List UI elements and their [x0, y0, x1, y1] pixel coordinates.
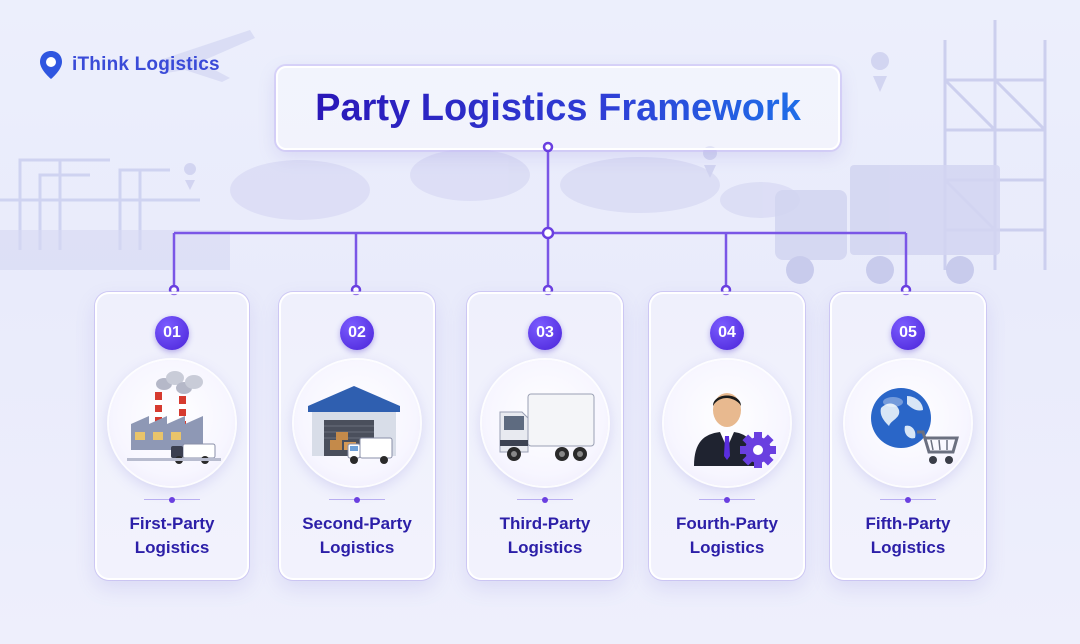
card-fourth-party: 04 Fourth-Party Logistics: [649, 292, 805, 580]
factory-with-truck-icon: [127, 371, 221, 464]
card-first-party: 01 First-Party Logistics: [95, 292, 249, 580]
card-illustration: [845, 360, 971, 486]
card-illustration: [482, 360, 608, 486]
card-label-line2: Logistics: [689, 538, 765, 557]
step-badge: 05: [891, 316, 925, 350]
title-box: Party Logistics Framework: [276, 66, 840, 150]
warehouse-with-truck-icon: [308, 386, 400, 464]
page-title: Party Logistics Framework: [315, 86, 801, 129]
card-label-line1: First-Party: [129, 514, 215, 533]
card-divider: [880, 497, 936, 503]
card-label-line1: Second-Party: [302, 514, 412, 533]
step-badge: 04: [710, 316, 744, 350]
card-illustration: [109, 360, 235, 486]
card-label: Fourth-Party Logistics: [651, 512, 803, 560]
card-divider: [329, 497, 385, 503]
card-third-party: 03 Third-Party Logistics: [467, 292, 623, 580]
globe-with-cart-icon: [871, 388, 959, 464]
card-label: Fifth-Party Logistics: [832, 512, 984, 560]
card-divider: [144, 497, 200, 503]
step-badge: 02: [340, 316, 374, 350]
card-illustration: [294, 360, 420, 486]
brand-logo: iThink Logistics: [38, 50, 220, 80]
card-divider: [517, 497, 573, 503]
card-label: Third-Party Logistics: [469, 512, 621, 560]
card-label-line2: Logistics: [319, 538, 395, 557]
card-fifth-party: 05 Fifth-Party Logistics: [830, 292, 986, 580]
businessman-with-gear-icon: [694, 393, 776, 468]
card-label-line1: Third-Party: [499, 514, 591, 533]
map-pin-icon: [40, 51, 62, 79]
card-label-line2: Logistics: [134, 538, 210, 557]
card-second-party: 02 Second-Party Logistics: [279, 292, 435, 580]
card-label-line1: Fifth-Party: [865, 514, 951, 533]
delivery-truck-icon: [499, 393, 595, 461]
card-label: First-Party Logistics: [97, 512, 247, 560]
step-badge: 03: [528, 316, 562, 350]
card-label-line2: Logistics: [507, 538, 583, 557]
card-label-line2: Logistics: [870, 538, 946, 557]
card-divider: [699, 497, 755, 503]
step-badge: 01: [155, 316, 189, 350]
card-label-line1: Fourth-Party: [676, 514, 778, 533]
card-label: Second-Party Logistics: [281, 512, 433, 560]
brand-name: iThink Logistics: [72, 54, 220, 75]
card-illustration: [664, 360, 790, 486]
connector-dot: [542, 141, 554, 153]
connector-dot: [541, 226, 555, 240]
